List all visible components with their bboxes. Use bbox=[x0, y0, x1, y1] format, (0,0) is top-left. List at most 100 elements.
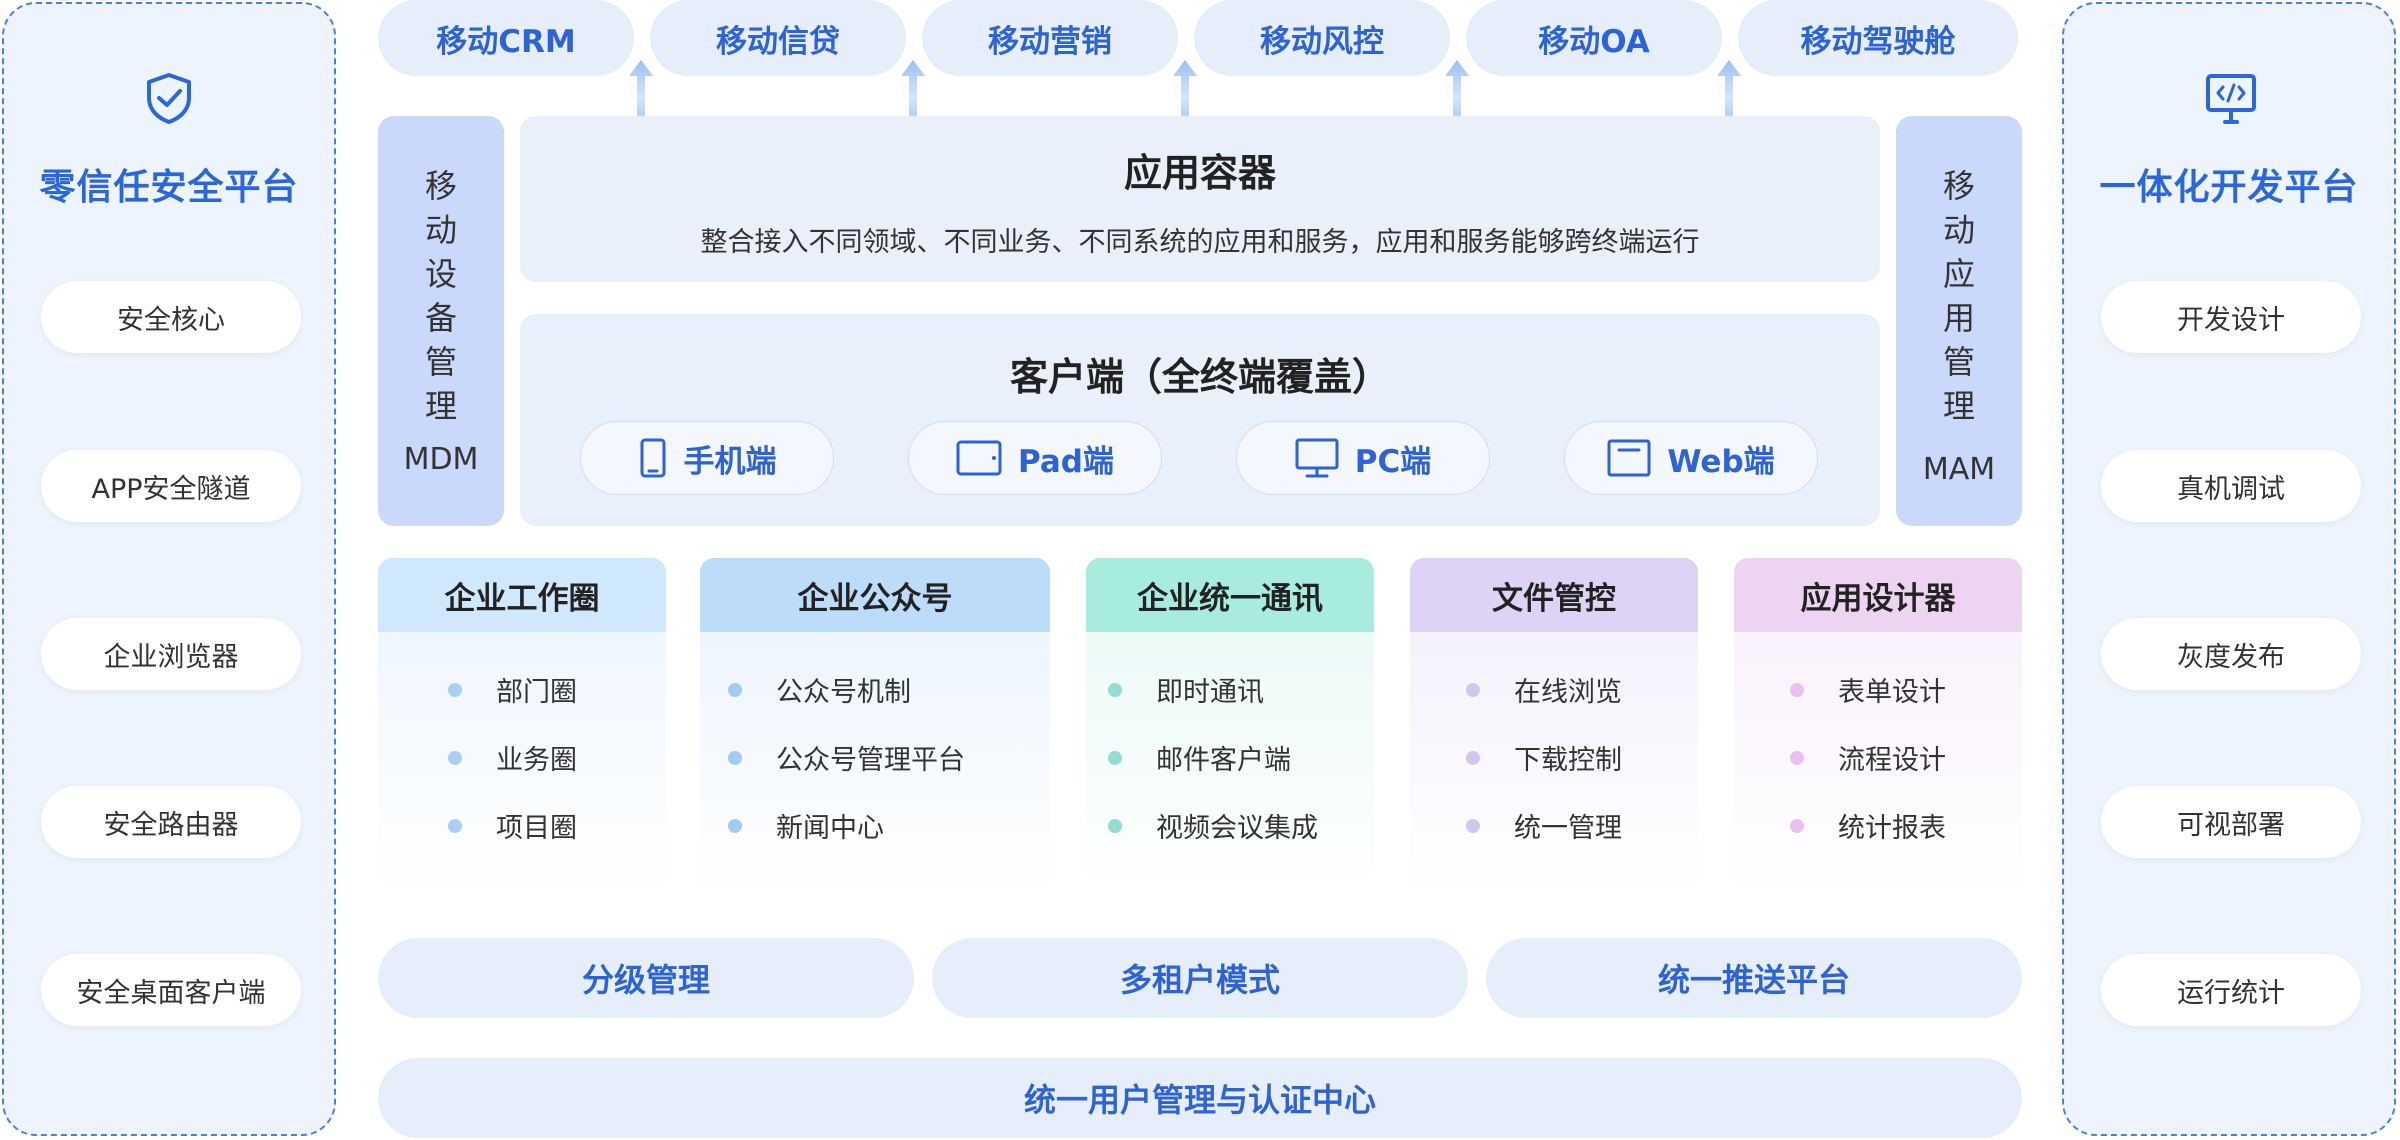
mdm-char: 备 bbox=[424, 299, 457, 337]
platform-multi-tenant[interactable]: 多租户模式 bbox=[932, 938, 1468, 1018]
client-pad-label: Pad端 bbox=[1018, 443, 1114, 480]
category-title: 应用设计器 bbox=[1734, 558, 2022, 632]
app-container-desc: 整合接入不同领域、不同业务、不同系统的应用和服务，应用和服务能够跨终端运行 bbox=[700, 227, 1700, 258]
mam-char: 理 bbox=[1942, 387, 1975, 425]
mdm-char: 设 bbox=[424, 255, 457, 293]
list-item[interactable]: 项目圈 bbox=[448, 806, 577, 845]
list-item[interactable]: 表单设计 bbox=[1790, 670, 1946, 709]
bullet-dot bbox=[1790, 682, 1804, 697]
monitor-code-icon bbox=[2206, 74, 2256, 124]
bullet-dot bbox=[448, 682, 462, 697]
mdm-char: 动 bbox=[424, 211, 457, 249]
bullet-dot bbox=[728, 818, 742, 833]
bullet-dot bbox=[728, 750, 742, 765]
mdm-char: 管 bbox=[424, 343, 457, 381]
right-item-run-stats[interactable]: 运行统计 bbox=[2101, 954, 2361, 1026]
mam-box: 移 动 应 用 管 理 MAM bbox=[1896, 116, 2022, 526]
right-item-device-debug[interactable]: 真机调试 bbox=[2101, 450, 2361, 522]
left-panel-title: 零信任安全平台 bbox=[39, 167, 299, 208]
double-arrow-icon bbox=[1173, 60, 1197, 134]
top-app-cockpit[interactable]: 移动驾驶舱 bbox=[1738, 0, 2018, 76]
bullet-dot bbox=[1466, 682, 1480, 697]
top-app-risk[interactable]: 移动风控 bbox=[1194, 0, 1450, 76]
mdm-char: 移 bbox=[424, 167, 457, 205]
left-item-app-tunnel[interactable]: APP安全隧道 bbox=[41, 450, 301, 522]
mam-char: 应 bbox=[1942, 255, 1975, 293]
platform-push-service[interactable]: 统一推送平台 bbox=[1486, 938, 2022, 1018]
category-official-account: 企业公众号 公众号机制 公众号管理平台 新闻中心 bbox=[700, 558, 1050, 896]
mdm-box: 移 动 设 备 管 理 MDM bbox=[378, 116, 504, 526]
right-item-dev-design[interactable]: 开发设计 bbox=[2101, 281, 2361, 353]
mdm-abbr: MDM bbox=[403, 442, 479, 477]
mam-char: 动 bbox=[1942, 211, 1975, 249]
list-item[interactable]: 在线浏览 bbox=[1466, 670, 1622, 709]
client-title: 客户端（全终端覆盖） bbox=[1009, 355, 1390, 399]
list-item[interactable]: 新闻中心 bbox=[728, 806, 884, 845]
tablet-icon bbox=[956, 440, 1002, 476]
list-item[interactable]: 统计报表 bbox=[1790, 806, 1946, 845]
bullet-dot bbox=[448, 818, 462, 833]
top-app-credit[interactable]: 移动信贷 bbox=[650, 0, 906, 76]
client-pc[interactable]: PC端 bbox=[1236, 421, 1490, 495]
bullet-dot bbox=[1790, 818, 1804, 833]
shield-check-icon bbox=[147, 73, 191, 124]
category-title: 企业工作圈 bbox=[378, 558, 666, 632]
list-item[interactable]: 业务圈 bbox=[448, 738, 577, 777]
category-title: 文件管控 bbox=[1410, 558, 1698, 632]
top-app-oa[interactable]: 移动OA bbox=[1466, 0, 1722, 76]
list-item[interactable]: 邮件客户端 bbox=[1108, 738, 1291, 777]
auth-center-bar[interactable]: 统一用户管理与认证中心 bbox=[378, 1058, 2022, 1138]
app-container-title: 应用容器 bbox=[1123, 151, 1276, 195]
category-title: 企业公众号 bbox=[700, 558, 1050, 632]
mdm-char: 理 bbox=[424, 387, 457, 425]
list-item[interactable]: 统一管理 bbox=[1466, 806, 1622, 845]
left-item-security-core[interactable]: 安全核心 bbox=[41, 281, 301, 353]
category-work-circle: 企业工作圈 部门圈 业务圈 项目圈 bbox=[378, 558, 666, 896]
right-item-visual-deploy[interactable]: 可视部署 bbox=[2101, 786, 2361, 858]
list-item[interactable]: 即时通讯 bbox=[1108, 670, 1264, 709]
list-item[interactable]: 下载控制 bbox=[1466, 738, 1622, 777]
bullet-dot bbox=[1466, 818, 1480, 833]
mam-abbr: MAM bbox=[1922, 452, 1996, 487]
bullet-dot bbox=[728, 682, 742, 697]
connector-arrows bbox=[629, 60, 1741, 134]
category-app-designer: 应用设计器 表单设计 流程设计 统计报表 bbox=[1734, 558, 2022, 896]
bullet-dot bbox=[1108, 750, 1122, 765]
top-app-marketing[interactable]: 移动营销 bbox=[922, 0, 1178, 76]
bullet-dot bbox=[1466, 750, 1480, 765]
double-arrow-icon bbox=[1717, 60, 1741, 134]
bullet-dot bbox=[1108, 682, 1122, 697]
client-phone-label: 手机端 bbox=[683, 443, 777, 480]
right-panel-dev-platform: 一体化开发平台 开发设计 真机调试 灰度发布 可视部署 运行统计 bbox=[2062, 2, 2396, 1136]
list-item[interactable]: 部门圈 bbox=[448, 670, 577, 709]
right-item-gray-release[interactable]: 灰度发布 bbox=[2101, 618, 2361, 690]
left-item-secure-desktop-client[interactable]: 安全桌面客户端 bbox=[41, 954, 301, 1026]
client-pc-label: PC端 bbox=[1354, 443, 1432, 480]
category-title: 企业统一通讯 bbox=[1086, 558, 1374, 632]
client-web[interactable]: Web端 bbox=[1564, 421, 1818, 495]
bullet-dot bbox=[1790, 750, 1804, 765]
client-web-label: Web端 bbox=[1667, 443, 1775, 480]
left-item-secure-router[interactable]: 安全路由器 bbox=[41, 786, 301, 858]
list-item[interactable]: 流程设计 bbox=[1790, 738, 1946, 777]
desktop-icon bbox=[1295, 438, 1339, 478]
category-unified-comm: 企业统一通讯 即时通讯 邮件客户端 视频会议集成 bbox=[1086, 558, 1374, 896]
list-item[interactable]: 视频会议集成 bbox=[1108, 806, 1318, 845]
left-item-enterprise-browser[interactable]: 企业浏览器 bbox=[41, 618, 301, 690]
list-item[interactable]: 公众号机制 bbox=[728, 670, 911, 709]
list-item[interactable]: 公众号管理平台 bbox=[728, 738, 965, 777]
client-phone[interactable]: 手机端 bbox=[580, 421, 834, 495]
browser-window-icon bbox=[1607, 439, 1651, 477]
mam-char: 移 bbox=[1942, 167, 1975, 205]
top-app-crm[interactable]: 移动CRM bbox=[378, 0, 634, 76]
mam-char: 管 bbox=[1942, 343, 1975, 381]
mam-char: 用 bbox=[1942, 299, 1975, 337]
platform-tiered-management[interactable]: 分级管理 bbox=[378, 938, 914, 1018]
bullet-dot bbox=[1108, 818, 1122, 833]
category-file-control: 文件管控 在线浏览 下载控制 统一管理 bbox=[1410, 558, 1698, 896]
double-arrow-icon bbox=[629, 60, 653, 134]
phone-icon bbox=[640, 438, 665, 478]
client-pad[interactable]: Pad端 bbox=[908, 421, 1162, 495]
left-panel-zero-trust: 零信任安全平台 安全核心 APP安全隧道 企业浏览器 安全路由器 安全桌面客户端 bbox=[2, 2, 336, 1136]
double-arrow-icon bbox=[901, 60, 925, 134]
